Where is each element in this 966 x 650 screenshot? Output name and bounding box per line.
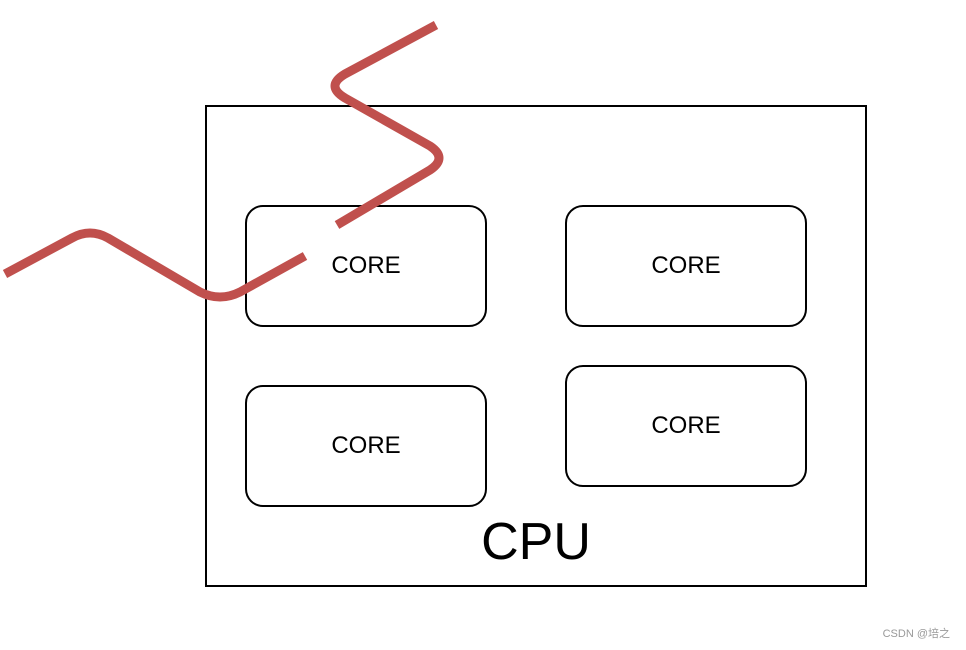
- cpu-box: CPU: [205, 105, 867, 587]
- core-box-top-left: CORE: [245, 205, 487, 327]
- core-box-top-right: CORE: [565, 205, 807, 327]
- core-label: CORE: [651, 252, 721, 279]
- watermark: CSDN @培之: [882, 628, 950, 640]
- cpu-label: CPU: [481, 513, 591, 571]
- core-box-bottom-right: CORE: [565, 365, 807, 487]
- core-label: CORE: [651, 412, 721, 439]
- core-label: CORE: [331, 432, 401, 459]
- core-label: CORE: [331, 252, 401, 279]
- core-box-bottom-left: CORE: [245, 385, 487, 507]
